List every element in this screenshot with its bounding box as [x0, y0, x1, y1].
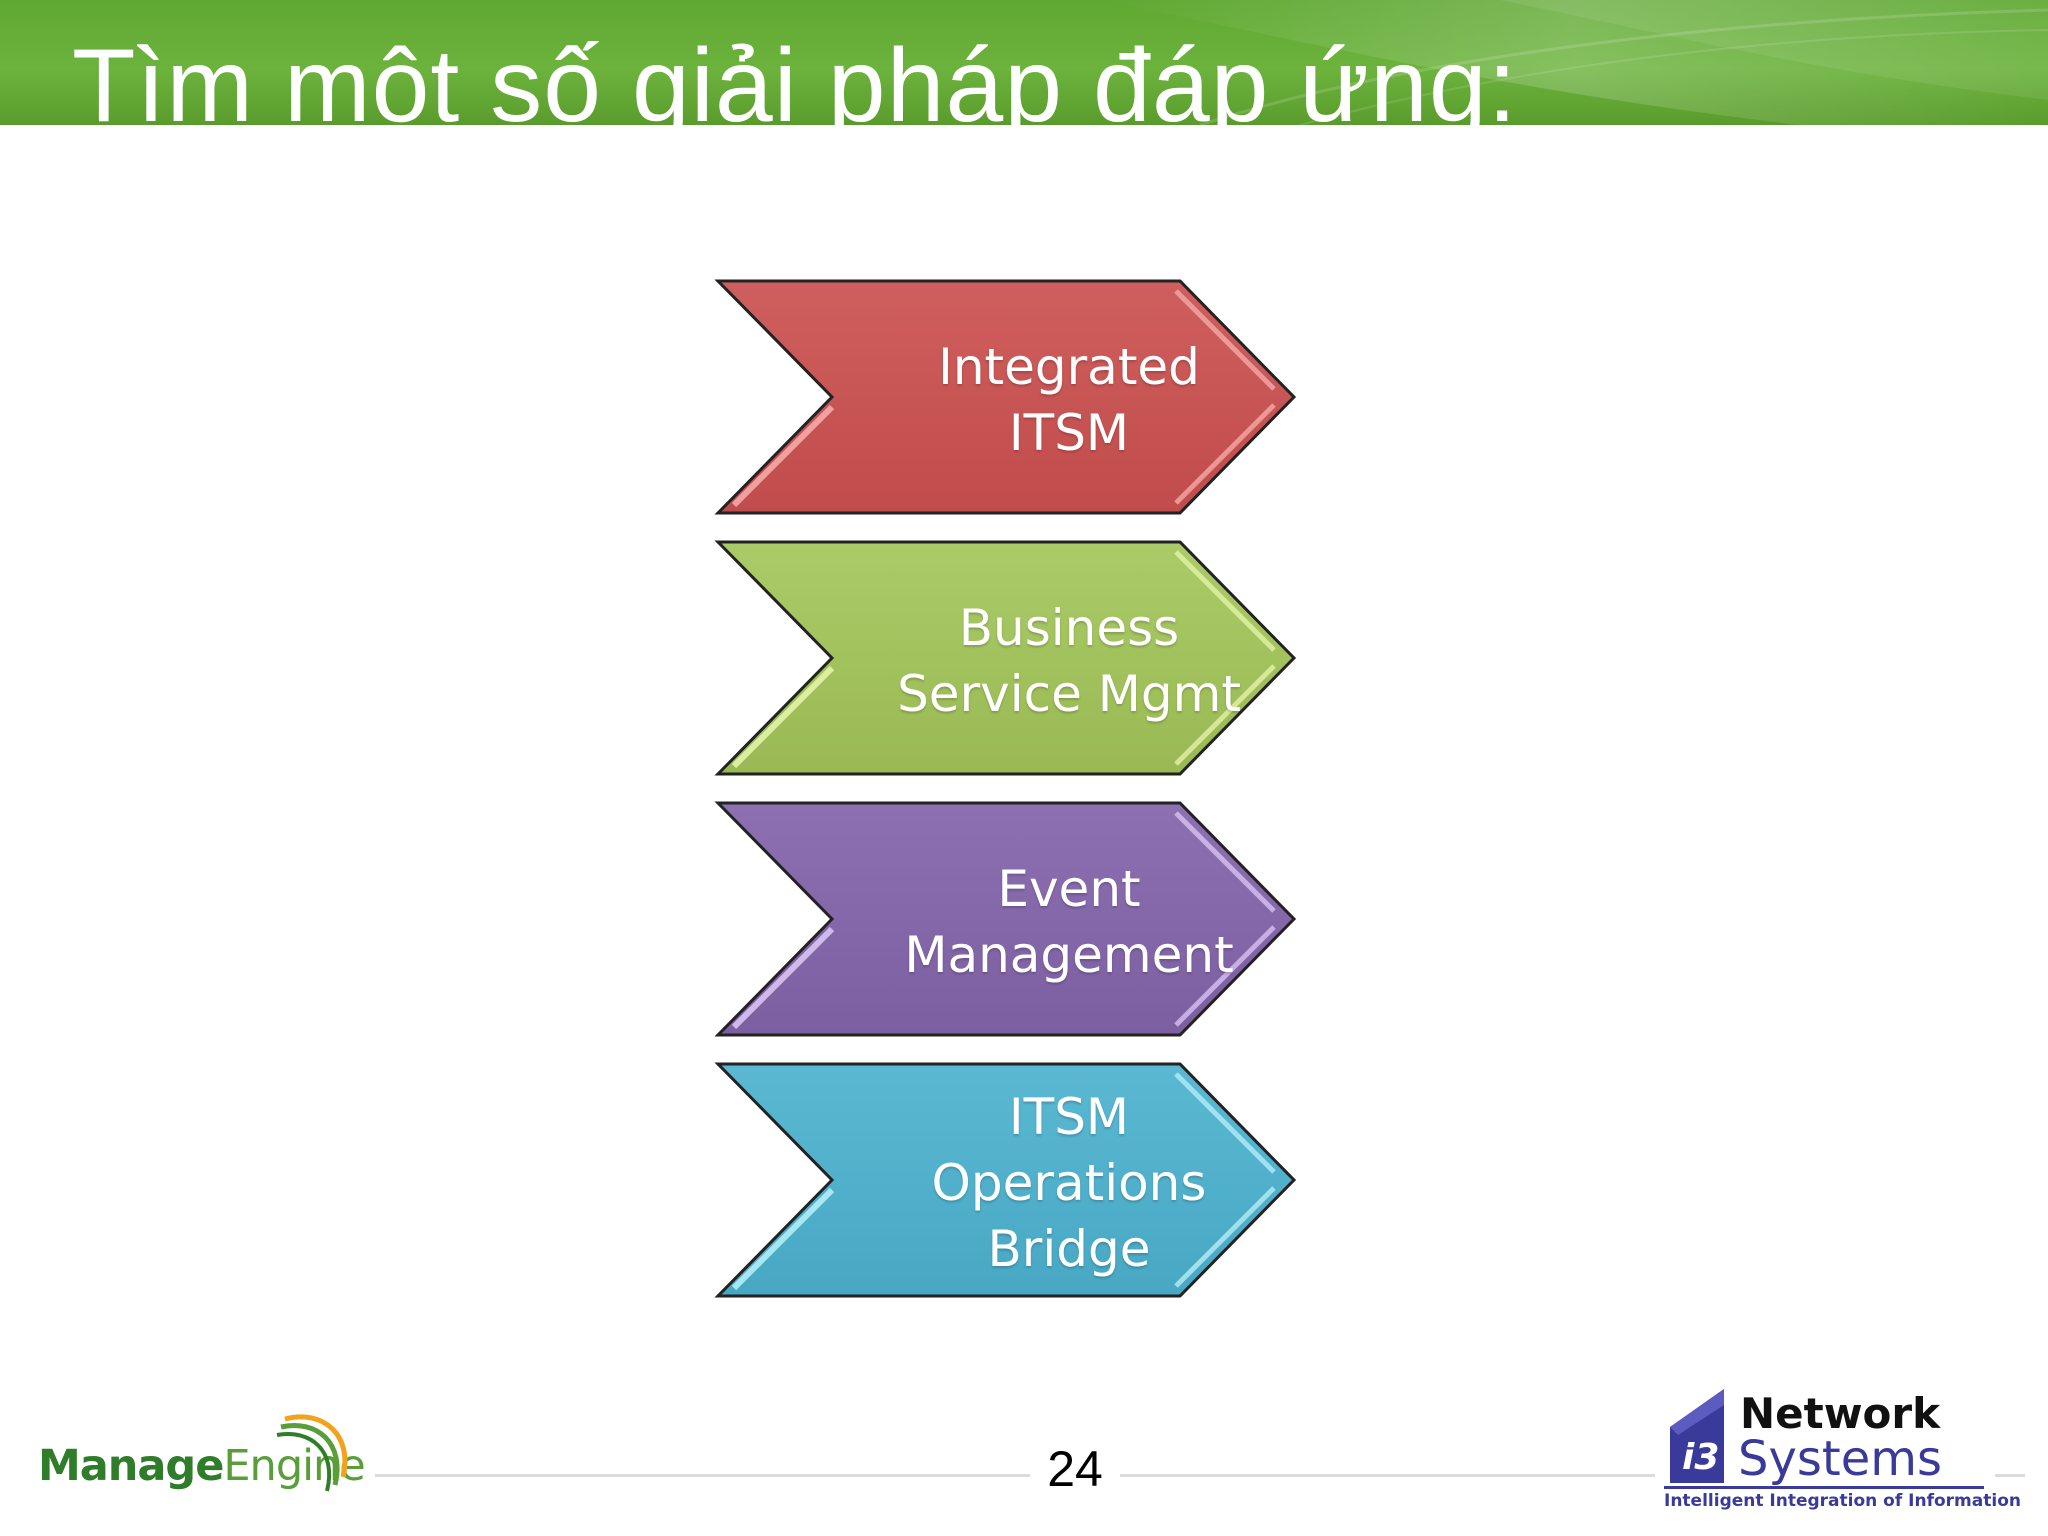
chevron-business-service-mgmt: Business Service Mgmt: [714, 538, 1314, 783]
chevron-label-line: Bridge: [987, 1219, 1151, 1278]
chevron-label-line: Business: [958, 598, 1180, 657]
banner-sheen: [1100, 0, 2048, 125]
manageengine-logo: ManageEngine: [38, 1405, 368, 1505]
chevron-label: ITSM Operations Bridge: [714, 1060, 1314, 1305]
chevron-itsm-operations-bridge: ITSM Operations Bridge: [714, 1060, 1314, 1305]
footer-divider: [375, 1474, 1655, 1477]
footer-divider-right: [1995, 1474, 2025, 1477]
chevron-label-line: Operations: [931, 1153, 1207, 1212]
systems-wordmark: Systems: [1738, 1431, 1942, 1487]
network-wordmark: Network: [1740, 1389, 1941, 1438]
manageengine-swoosh-icon: [276, 1414, 348, 1492]
header-banner: Tìm một số giải pháp đáp ứng:: [0, 0, 2048, 125]
chevron-label-line: Management: [904, 925, 1234, 984]
chevron-integrated-itsm: Integrated ITSM: [714, 277, 1314, 522]
network-systems-tagline: Intelligent Integration of Information: [1664, 1491, 2021, 1511]
chevron-label: Business Service Mgmt: [714, 538, 1314, 783]
chevron-shape: [714, 801, 1297, 1037]
page-number: 24: [1030, 1440, 1120, 1498]
chevron-label: Integrated ITSM: [714, 277, 1314, 522]
logo-underline: [1664, 1486, 1984, 1489]
chevron-shape: [714, 540, 1297, 776]
chevron-label-line: Integrated: [938, 337, 1200, 396]
chevron-label-line: Event: [997, 859, 1141, 918]
chevron-shape: [714, 1062, 1297, 1298]
i3-cube-icon: [1670, 1389, 1724, 1483]
chevron-event-management: Event Management: [714, 799, 1314, 1044]
chevron-shape: [714, 279, 1297, 515]
chevron-label-line: ITSM: [1008, 1087, 1130, 1146]
i3-mark: i3: [1682, 1437, 1720, 1478]
chevron-label: Event Management: [714, 799, 1314, 1044]
manageengine-manage: Manage: [38, 1441, 224, 1491]
chevron-label-line: ITSM: [1008, 403, 1130, 462]
chevron-label-line: Service Mgmt: [897, 664, 1241, 723]
slide-title: Tìm một số giải pháp đáp ứng:: [72, 28, 1518, 125]
network-systems-logo: i3 Network Systems Intelligent Integrati…: [1660, 1385, 2021, 1515]
